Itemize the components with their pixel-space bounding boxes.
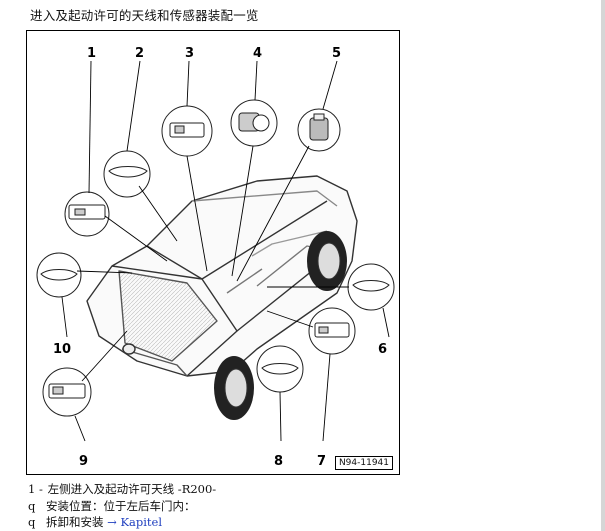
antenna-part-1	[64, 191, 110, 237]
door-handle-part-6	[347, 263, 395, 311]
callout-7: 7	[317, 454, 326, 469]
item-number: 1 -	[28, 482, 43, 496]
antenna-part-3	[161, 105, 213, 157]
wheel-rear-right	[214, 356, 254, 420]
callout-1: 1	[87, 46, 96, 61]
callout-2: 2	[135, 46, 144, 61]
door-handle-part-8	[256, 345, 304, 393]
item-detail-removal: q 拆卸和安装 → Kapitel	[28, 514, 216, 531]
bullet: q	[28, 498, 36, 513]
leader-lines	[61, 60, 390, 442]
detail-text: 拆卸和安装	[46, 515, 108, 529]
antenna-part-7	[308, 307, 356, 355]
figure-code: N94-11941	[334, 456, 393, 470]
item-detail-location: q 安装位置：位于左后车门内：	[28, 498, 216, 515]
kapitel-link[interactable]: → Kapitel	[107, 515, 163, 529]
callout-9: 9	[79, 454, 88, 469]
bullet: q	[28, 515, 36, 529]
diagram-drawing: 1 2 3 4 5 6 7 8 9 10	[36, 46, 395, 469]
item-text: 左侧进入及起动许可天线 -R200-	[47, 482, 217, 496]
callout-3: 3	[185, 46, 194, 61]
door-handle-part-2	[103, 150, 151, 198]
car-illustration	[86, 175, 358, 377]
sensor-part-5	[297, 108, 341, 152]
page-title: 进入及起动许可的天线和传感器装配一览	[30, 8, 259, 23]
wheel-front-right	[307, 231, 347, 291]
antenna-part-9	[42, 367, 92, 417]
callout-4: 4	[253, 46, 262, 61]
callout-10: 10	[53, 342, 71, 357]
callout-8: 8	[274, 454, 283, 469]
callout-5: 5	[332, 46, 341, 61]
assembly-diagram: 1 2 3 4 5 6 7 8 9 10 N94-11941	[26, 30, 400, 475]
detail-text: 安装位置：位于左后车门内：	[46, 498, 196, 513]
door-handle-part-10	[36, 252, 82, 298]
sensor-part-4	[230, 99, 278, 147]
item-1: 1 - 左侧进入及起动许可天线 -R200-	[28, 481, 216, 498]
callout-6: 6	[378, 342, 387, 357]
page-edge	[601, 0, 605, 531]
